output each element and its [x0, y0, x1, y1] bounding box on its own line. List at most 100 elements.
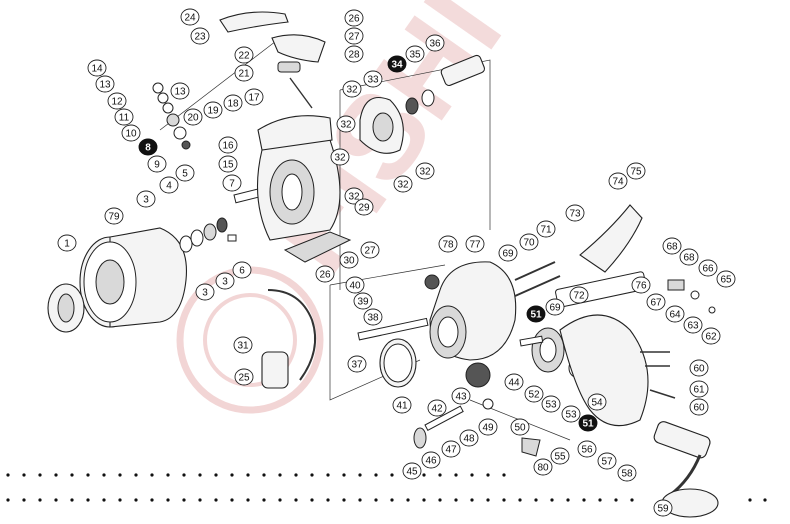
callout-67: 67: [646, 293, 666, 311]
callout-4: 4: [159, 176, 179, 194]
separator-dot: [134, 473, 138, 477]
callout-number: 42: [431, 404, 443, 415]
separator-dot: [454, 498, 458, 502]
callout-54: 54: [587, 393, 607, 411]
callout-69: 69: [545, 298, 565, 316]
callout-number: 46: [425, 456, 437, 467]
separator-dot: [566, 498, 570, 502]
separator-dot: [38, 473, 42, 477]
callout-circle: [360, 241, 380, 259]
callout-number: 55: [554, 452, 566, 463]
callout-number: 72: [573, 291, 585, 302]
separator-dot: [86, 473, 90, 477]
separator-dot: [198, 498, 202, 502]
callout-circle: [159, 176, 179, 194]
callout-number: 32: [346, 85, 358, 96]
separator-dot: [470, 473, 474, 477]
callout-number: 32: [334, 153, 346, 164]
callout-27: 27: [360, 241, 380, 259]
callout-44: 44: [504, 373, 524, 391]
callout-circle: [405, 45, 425, 63]
separator-dot: [763, 498, 767, 502]
callout-37: 37: [347, 355, 367, 373]
callout-circle: [215, 272, 235, 290]
separator-dot: [22, 498, 26, 502]
callout-number: 41: [396, 401, 408, 412]
callout-64: 64: [665, 305, 685, 323]
callout-circle: [104, 207, 124, 225]
callout-number: 58: [621, 469, 633, 480]
separator-dot: [246, 473, 250, 477]
callout-number: 33: [367, 75, 379, 86]
callout-number: 69: [549, 303, 561, 314]
callout-circle: [716, 270, 736, 288]
callout-72: 72: [569, 286, 589, 304]
callout-35: 35: [405, 45, 425, 63]
spool: [79, 227, 188, 328]
separator-dot: [582, 498, 586, 502]
callout-78: 78: [438, 235, 458, 253]
callout-number: 28: [348, 50, 360, 61]
separator-dot: [358, 473, 362, 477]
callout-circle: [608, 172, 628, 190]
separator-dot: [166, 498, 170, 502]
callout-circle: [597, 452, 617, 470]
callout-circle: [421, 451, 441, 469]
callout-number: 40: [349, 281, 361, 292]
callout-1: 1: [57, 234, 77, 252]
callout-number: 66: [702, 264, 714, 275]
callout-58: 58: [617, 464, 637, 482]
separator-dot: [246, 498, 250, 502]
callout-circle: [587, 393, 607, 411]
callout-14: 14: [87, 59, 107, 77]
callout-32: 32: [336, 115, 356, 133]
callout-71: 71: [536, 220, 556, 238]
callout-77: 77: [465, 235, 485, 253]
callout-circle: [478, 418, 498, 436]
callout-65: 65: [716, 270, 736, 288]
separator-dot: [70, 498, 74, 502]
separator-dot: [38, 498, 42, 502]
separator-dot: [182, 473, 186, 477]
callout-41: 41: [392, 396, 412, 414]
callout-number: 20: [187, 113, 199, 124]
separator-dot: [310, 498, 314, 502]
callout-40: 40: [345, 276, 365, 294]
callout-number: 44: [508, 378, 520, 389]
callout-3: 3: [136, 190, 156, 208]
callout-circle: [223, 94, 243, 112]
callout-circle: [354, 198, 374, 216]
separator-dot: [262, 498, 266, 502]
separator-dot: [294, 498, 298, 502]
washers: [179, 217, 237, 253]
callout-13: 13: [95, 75, 115, 93]
callout-number: 21: [238, 69, 250, 80]
callout-circle: [175, 164, 195, 182]
callout-32: 32: [415, 162, 435, 180]
separator-dot: [118, 473, 122, 477]
callout-52: 52: [524, 385, 544, 403]
callout-circle: [393, 175, 413, 193]
callout-80: 80: [533, 458, 553, 476]
callout-number: 8: [145, 143, 151, 154]
callout-circle: [190, 27, 210, 45]
callout-number: 14: [91, 64, 103, 75]
callout-27: 27: [344, 27, 364, 45]
callout-circle: [344, 187, 364, 205]
callout-20: 20: [183, 108, 203, 126]
callout-circle: [689, 380, 709, 398]
callout-circle: [465, 235, 485, 253]
callout-circle: [114, 108, 134, 126]
callout-circle: [662, 237, 682, 255]
callout-60: 60: [689, 359, 709, 377]
callout-circle: [510, 418, 530, 436]
separator-dot: [342, 498, 346, 502]
callout-circle: [689, 359, 709, 377]
callout-circle: [533, 458, 553, 476]
separator-dot: [406, 498, 410, 502]
separator-dot: [150, 473, 154, 477]
separator-dot: [358, 498, 362, 502]
callout-8: 8: [138, 138, 158, 156]
part-shapes: [47, 11, 719, 518]
